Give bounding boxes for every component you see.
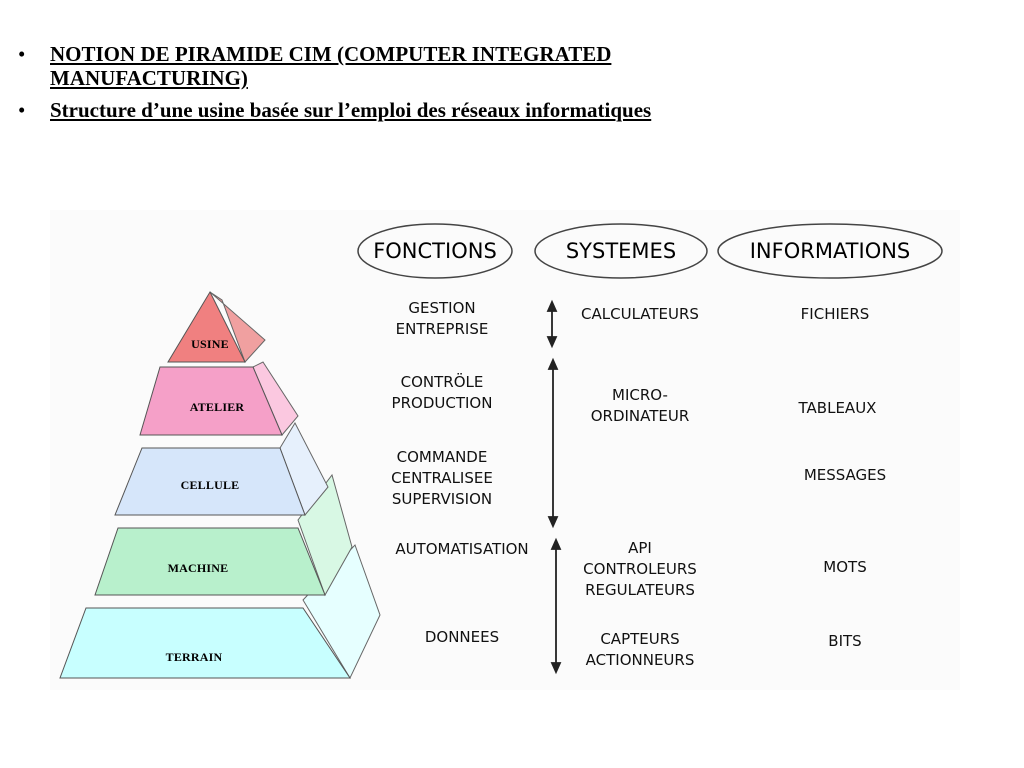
bullet-marker: • (18, 42, 26, 66)
systemes-ellipse (534, 223, 708, 279)
machine-front (94, 527, 326, 596)
pyramid-graphic (59, 223, 943, 680)
bullet-item: • Structure d’une usine basée sur l’empl… (18, 98, 798, 122)
fonction-controle: CONTRÖLE PRODUCTION (391, 373, 493, 412)
info-tableaux: TABLEAUX (798, 399, 877, 417)
systeme-micro-ordinateur: MICRO- ORDINATEUR (590, 386, 690, 425)
informations-ellipse (717, 223, 943, 279)
fonction-donnees: DONNEES (424, 628, 500, 646)
systeme-calculateurs: CALCULATEURS (581, 305, 699, 323)
level-terrain (59, 544, 381, 680)
arrow-controle-commande (547, 357, 559, 529)
level-atelier (139, 361, 299, 436)
arrow-automatisation-donnees (550, 537, 562, 675)
fonctions-ellipse (357, 223, 513, 279)
info-fichiers: FICHIERS (800, 305, 870, 323)
info-messages: MESSAGES (803, 466, 887, 484)
level-label-terrain: TERRAIN (165, 650, 223, 664)
level-label-atelier: ATELIER (189, 400, 245, 414)
usine-front (167, 290, 246, 363)
level-label-usine: USINE (191, 337, 229, 351)
cim-pyramid-diagram: USINE ATELIER CELLULE MACHINE TERRAIN FO… (50, 210, 960, 690)
systeme-api: API CONTROLEURS REGULATEURS (583, 539, 697, 599)
terrain-front (59, 607, 351, 679)
bullet-item: • NOTION DE PIRAMIDE CIM (COMPUTER INTEG… (18, 42, 798, 90)
header-informations: INFORMATIONS (749, 239, 911, 263)
arrow-gestion (546, 299, 558, 349)
level-label-cellule: CELLULE (180, 478, 240, 492)
cellule-front (114, 447, 306, 516)
header-systemes: SYSTEMES (565, 239, 677, 263)
fonction-commande: COMMANDE CENTRALISEE SUPERVISION (391, 448, 493, 508)
bullet-title: NOTION DE PIRAMIDE CIM (COMPUTER INTEGRA… (50, 42, 612, 90)
level-cellule (114, 421, 329, 516)
fonction-gestion: GESTION ENTREPRISE (395, 299, 489, 338)
systeme-capteurs: CAPTEURS ACTIONNEURS (585, 630, 695, 669)
level-label-machine: MACHINE (167, 561, 229, 575)
fonction-automatisation: AUTOMATISATION (395, 540, 529, 558)
level-usine (167, 290, 266, 363)
header-fonctions: FONCTIONS (373, 239, 497, 263)
info-mots: MOTS (823, 558, 867, 576)
atelier-front (139, 366, 283, 436)
bullet-subtitle: Structure d’une usine basée sur l’emploi… (50, 98, 652, 122)
bullet-marker: • (18, 98, 26, 122)
info-bits: BITS (828, 632, 862, 650)
title-bullets: • NOTION DE PIRAMIDE CIM (COMPUTER INTEG… (18, 42, 798, 130)
